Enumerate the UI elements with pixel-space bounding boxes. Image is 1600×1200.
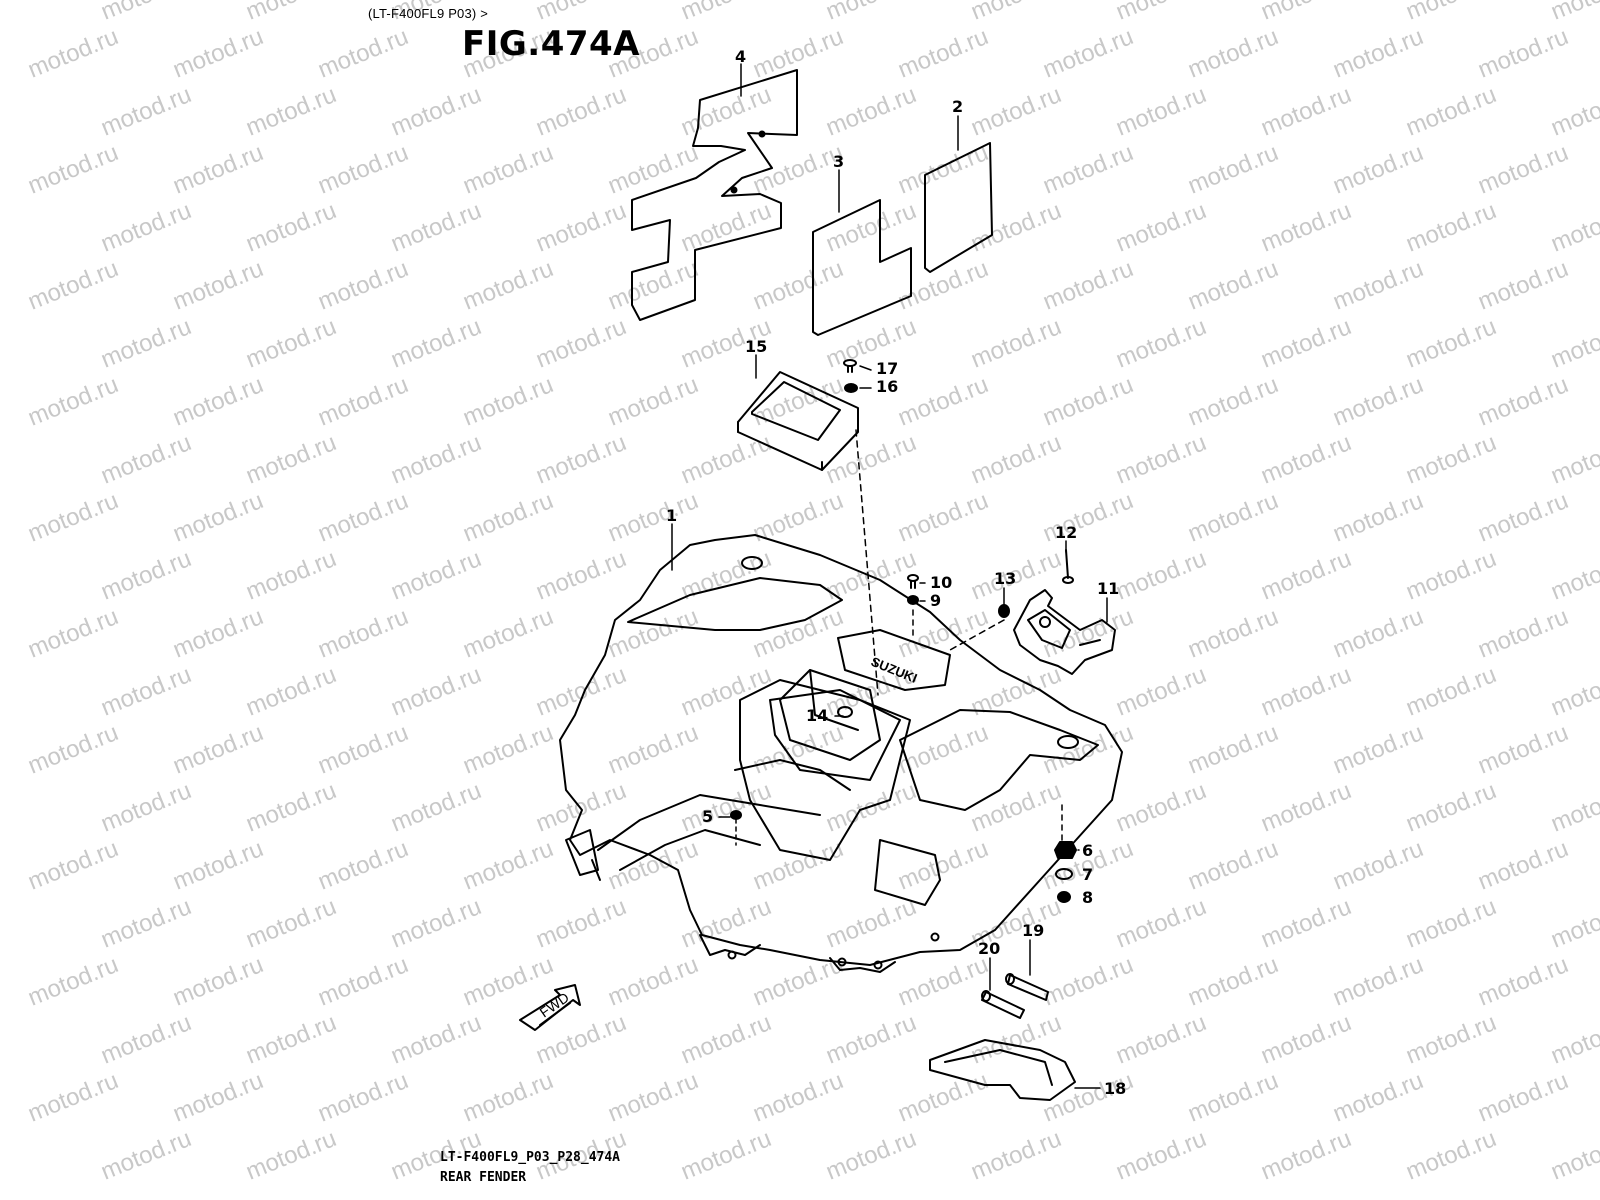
callout-7[interactable]: 7 xyxy=(1082,865,1093,884)
battery-holder-part-15[interactable] xyxy=(737,371,859,471)
nut-part-8[interactable] xyxy=(1057,891,1071,903)
model-label: (LT-F400FL9 P03) > xyxy=(368,6,489,21)
rear-fender-part-1[interactable]: SUZUKI xyxy=(559,534,1123,973)
washer-part-9[interactable] xyxy=(907,595,919,605)
screw-part-12[interactable] xyxy=(1062,549,1074,584)
clip-part-13[interactable] xyxy=(998,604,1010,618)
callout-10[interactable]: 10 xyxy=(930,573,952,592)
diagram-title: REAR FENDER xyxy=(440,1170,527,1185)
callout-15[interactable]: 15 xyxy=(745,337,767,356)
leader-dashed xyxy=(949,619,1005,651)
decal-hole xyxy=(730,186,738,194)
cover-part-18[interactable] xyxy=(929,1039,1076,1101)
callout-11[interactable]: 11 xyxy=(1097,579,1119,598)
callout-14[interactable]: 14 xyxy=(806,706,828,725)
callout-leaders xyxy=(671,63,1108,1089)
screw-part-17[interactable] xyxy=(843,359,857,373)
callout-1[interactable]: 1 xyxy=(666,506,677,525)
callout-17[interactable]: 17 xyxy=(876,359,898,378)
callout-20[interactable]: 20 xyxy=(978,939,1000,958)
decal-part-2[interactable] xyxy=(924,142,993,273)
decal-part-3[interactable] xyxy=(812,199,912,336)
diagram-code: LT-F400FL9_P03_P28_474A xyxy=(440,1150,621,1165)
pin-part-20[interactable] xyxy=(981,990,1025,1019)
forward-arrow-icon xyxy=(519,984,581,1031)
callout-2[interactable]: 2 xyxy=(952,97,963,116)
figure-title: FIG.474A xyxy=(462,24,640,64)
callout-4[interactable]: 4 xyxy=(735,47,746,66)
bracket-part-11[interactable] xyxy=(1013,589,1116,675)
bolt-part-10[interactable] xyxy=(907,574,919,589)
decal-hole xyxy=(758,130,766,138)
callout-19[interactable]: 19 xyxy=(1022,921,1044,940)
grommet-part-14[interactable] xyxy=(837,706,853,718)
callout-labels: 4 2 3 15 17 16 1 12 13 11 10 9 14 5 6 7 … xyxy=(666,47,1126,1098)
callout-6[interactable]: 6 xyxy=(1082,841,1093,860)
pin-part-19[interactable] xyxy=(1005,973,1049,1001)
bolt-part-5[interactable] xyxy=(730,810,742,846)
leader-dashed xyxy=(855,429,879,696)
callout-18[interactable]: 18 xyxy=(1104,1079,1126,1098)
callout-12[interactable]: 12 xyxy=(1055,523,1077,542)
cushion-part-6[interactable] xyxy=(1054,841,1077,859)
callout-8[interactable]: 8 xyxy=(1082,888,1093,907)
callout-5[interactable]: 5 xyxy=(702,807,713,826)
callout-9[interactable]: 9 xyxy=(930,591,941,610)
washer-part-7[interactable] xyxy=(1055,868,1073,880)
callout-3[interactable]: 3 xyxy=(833,152,844,171)
decal-part-4[interactable] xyxy=(631,69,798,321)
washer-part-16[interactable] xyxy=(844,383,858,393)
callout-13[interactable]: 13 xyxy=(994,569,1016,588)
callout-16[interactable]: 16 xyxy=(876,377,898,396)
